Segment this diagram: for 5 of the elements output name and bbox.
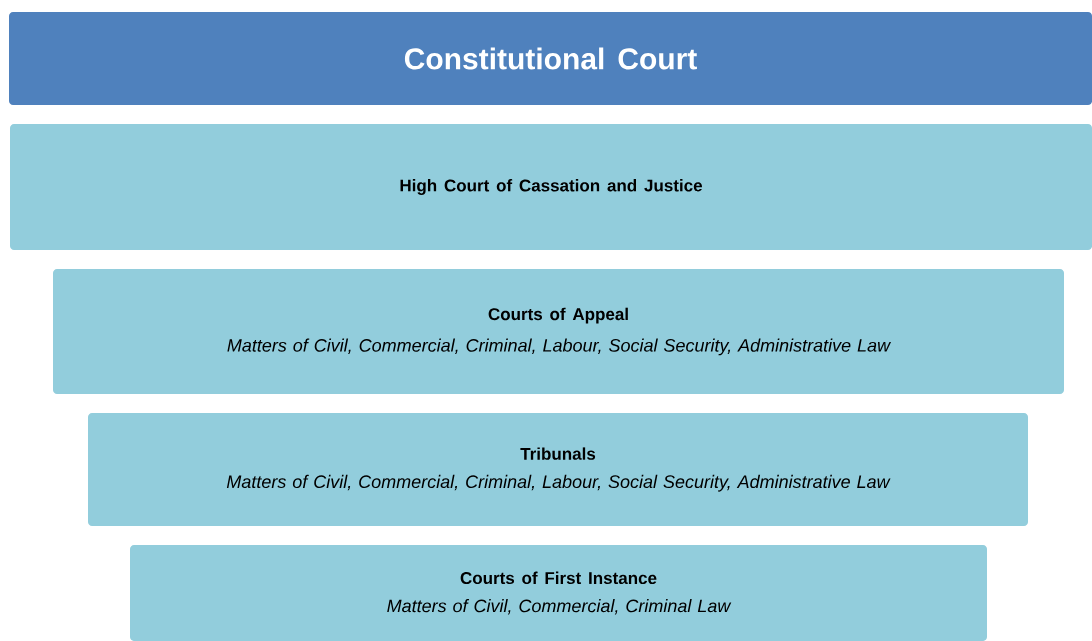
court-box: Courts of First Instance Matters of Civil, Commercial, Criminal Law (130, 545, 987, 641)
court-box: Courts of Appeal Matters of Civil, Commercial, Criminal, Labour, Social Security, Administrative Law (53, 269, 1064, 394)
court-banner: Constitutional Court (9, 12, 1092, 105)
court-box: High Court of Cassation and Justice (10, 124, 1092, 250)
court-box: Tribunals Matters of Civil, Commercial, Criminal, Labour, Social Security, Administrative Law (88, 413, 1028, 526)
